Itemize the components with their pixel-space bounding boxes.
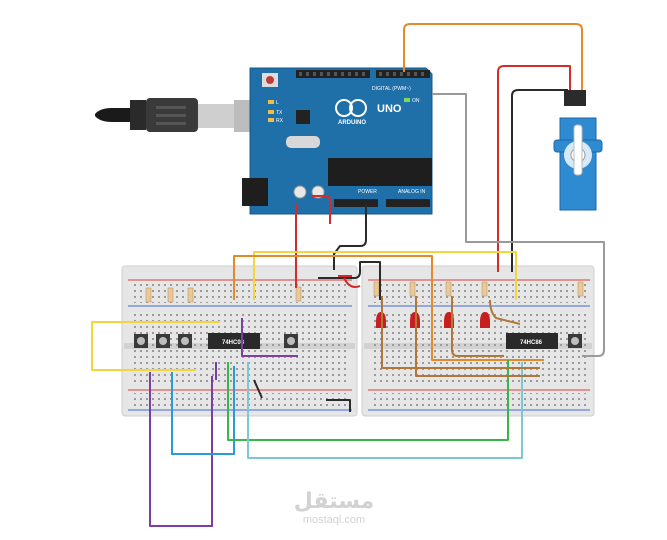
wire-green[interactable] xyxy=(227,360,509,441)
reset-button[interactable] xyxy=(266,76,274,84)
led-label-l: L xyxy=(276,100,279,106)
dc-power-jack xyxy=(242,178,268,206)
ic-74hc86-label: 74HC86 xyxy=(520,340,543,346)
led-icon[interactable] xyxy=(376,312,490,328)
wire-brown-2[interactable] xyxy=(415,296,540,377)
wire-brown-4[interactable] xyxy=(489,299,521,325)
digital-header-label: DIGITAL (PWM~) xyxy=(372,86,411,92)
wire-black-servo-ground[interactable] xyxy=(511,89,568,272)
servo-motor-icon[interactable] xyxy=(553,90,603,211)
watermark-logo: مستقل xyxy=(293,489,375,514)
wire-red-bridge[interactable] xyxy=(343,277,361,288)
led-label-on: ON xyxy=(412,98,420,104)
arduino-brand: ARDUINO xyxy=(338,120,366,126)
wire-black-diag[interactable] xyxy=(253,379,263,399)
wire-blue[interactable] xyxy=(171,366,235,455)
wire-black-bottom[interactable] xyxy=(326,399,351,412)
wire-light-blue[interactable] xyxy=(247,362,523,459)
led-label-rx: RX xyxy=(276,118,284,124)
wire-red-servo-power[interactable] xyxy=(497,65,571,272)
wire-gray[interactable] xyxy=(432,93,605,357)
wire-yellow-top[interactable] xyxy=(253,251,517,300)
arduino-uno-board[interactable]: DIGITAL (PWM~) ARDUINO UNO L TX RX ON PO… xyxy=(242,67,433,215)
power-header-label: POWER xyxy=(358,189,377,195)
atmega328-chip xyxy=(328,158,432,186)
wire-orange-mid[interactable] xyxy=(233,255,544,361)
wire-yellow-left[interactable] xyxy=(91,321,220,371)
led-label-tx: TX xyxy=(276,110,283,116)
breadboard-right[interactable] xyxy=(361,265,595,417)
resistor-icon[interactable] xyxy=(145,281,584,303)
ic-74hc08-label: 74HC08 xyxy=(222,340,245,346)
atmega-usb-chip xyxy=(296,110,310,124)
ic-74hc86[interactable]: 74HC86 xyxy=(506,333,558,349)
watermark-url: mostaql.com xyxy=(302,514,366,526)
analog-header-label: ANALOG IN xyxy=(398,189,426,195)
wire-brown-1[interactable] xyxy=(381,296,540,369)
wire-set[interactable] xyxy=(91,23,605,527)
arduino-model: UNO xyxy=(377,103,402,115)
push-button-icon[interactable] xyxy=(134,334,582,348)
wire-brown-3[interactable] xyxy=(451,296,504,357)
wire-black-gnd[interactable] xyxy=(333,204,367,270)
wire-black-rail[interactable] xyxy=(318,261,381,300)
watermark: مستقل mostaql.com xyxy=(285,489,383,527)
wire-orange-servo-signal[interactable] xyxy=(403,23,583,90)
wire-purple-bottom[interactable] xyxy=(149,372,213,527)
wire-red-vin[interactable] xyxy=(312,195,331,224)
wire-purple-chip[interactable] xyxy=(241,318,298,357)
ic-74hc08[interactable]: 74HC08 xyxy=(208,333,260,349)
